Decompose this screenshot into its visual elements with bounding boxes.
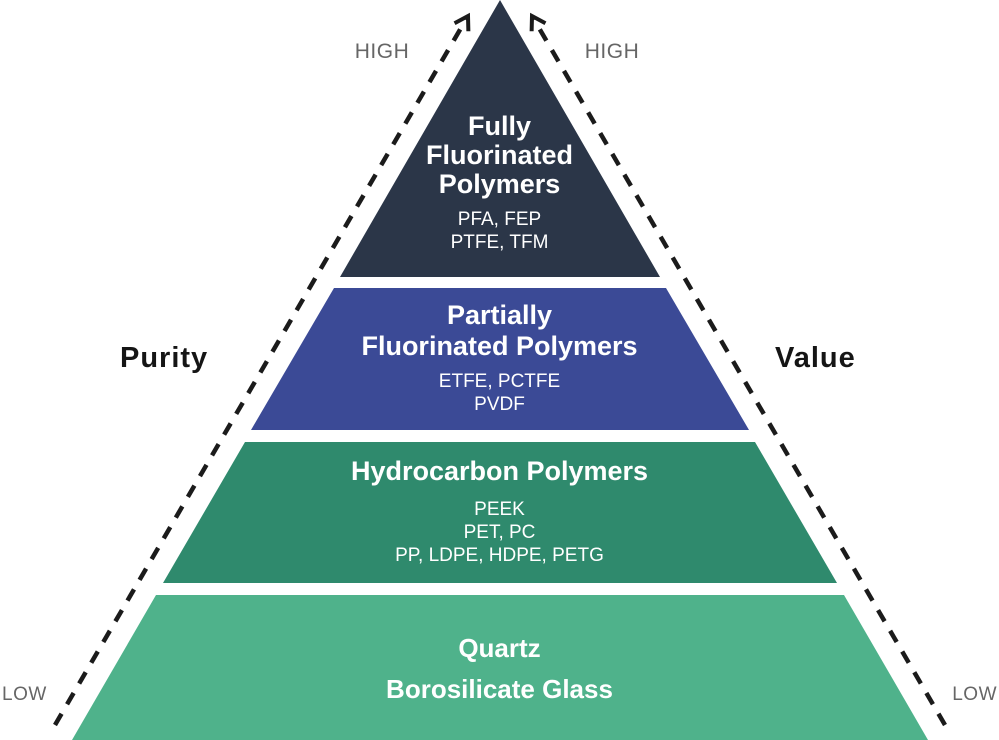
tier-shape-quartz-borosilicate-glass bbox=[72, 595, 928, 740]
tier-shape-hydrocarbon-polymers bbox=[163, 442, 837, 583]
value-axis-label: Value bbox=[775, 342, 856, 374]
purity-high-label: HIGH bbox=[354, 40, 410, 63]
purity-low-label: LOW bbox=[2, 684, 47, 705]
value-high-label: HIGH bbox=[584, 40, 640, 63]
purity-axis-dashed-arrow bbox=[53, 12, 471, 727]
value-low-label: LOW bbox=[952, 684, 997, 705]
value-axis-dashed-arrow bbox=[529, 12, 947, 727]
tier-shape-fully-fluorinated-polymers bbox=[340, 0, 660, 277]
purity-axis-label: Purity bbox=[120, 342, 209, 374]
tier-shape-partially-fluorinated-polymers bbox=[251, 288, 749, 430]
